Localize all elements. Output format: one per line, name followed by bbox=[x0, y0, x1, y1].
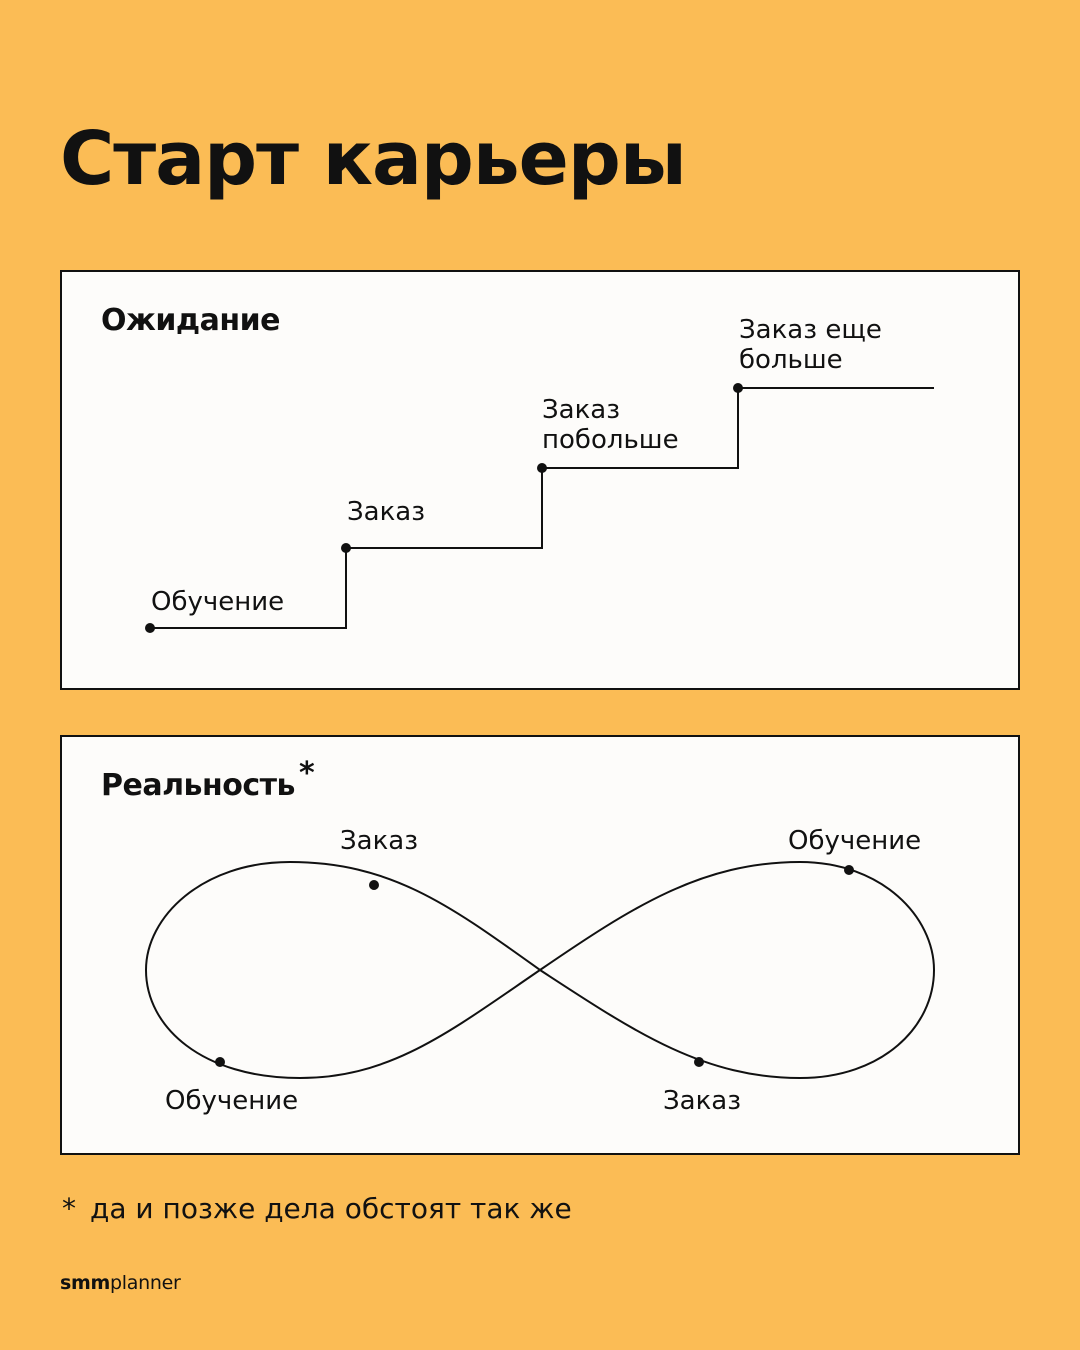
step-dot-4 bbox=[733, 383, 743, 393]
loop-label-bottom-left: Обучение bbox=[165, 1086, 299, 1116]
footnote-asterisk: * bbox=[62, 1192, 76, 1225]
reality-panel: Реальность* Заказ Обучение Обучение Зака… bbox=[60, 735, 1020, 1155]
step-dot-2 bbox=[341, 543, 351, 553]
reality-heading: Реальность* bbox=[101, 756, 315, 803]
loop-label-top-left: Заказ bbox=[340, 826, 419, 856]
infinity-diagram bbox=[144, 860, 936, 1080]
step-dot-3 bbox=[537, 463, 547, 473]
footnote: * да и позже дела обстоят так же bbox=[62, 1192, 572, 1225]
step-label-1: Обучение bbox=[151, 587, 285, 617]
staircase-line bbox=[150, 387, 934, 629]
asterisk-mark: * bbox=[299, 756, 315, 791]
loop-dot-bottom-left bbox=[215, 1057, 225, 1067]
loop-label-bottom-right: Заказ bbox=[663, 1086, 742, 1116]
staircase-diagram bbox=[145, 383, 934, 633]
loop-dot-top-left bbox=[369, 880, 379, 890]
page-title: Старт карьеры bbox=[60, 116, 687, 202]
loop-label-top-right: Обучение bbox=[788, 826, 922, 856]
step-label-4: Заказ еще больше bbox=[739, 315, 882, 375]
infinity-loop bbox=[144, 860, 936, 1080]
expectation-panel: Ожидание Обучение Заказ Заказ побольше З… bbox=[60, 270, 1020, 690]
smmplanner-logo: smmplanner bbox=[60, 1272, 181, 1294]
expectation-heading: Ожидание bbox=[101, 303, 280, 338]
footnote-text: да и позже дела обстоят так же bbox=[90, 1192, 572, 1225]
step-dot-1 bbox=[145, 623, 155, 633]
loop-dot-bottom-right bbox=[694, 1057, 704, 1067]
loop-dot-top-right bbox=[844, 865, 854, 875]
step-label-3: Заказ побольше bbox=[542, 395, 679, 455]
step-label-2: Заказ bbox=[347, 497, 426, 527]
